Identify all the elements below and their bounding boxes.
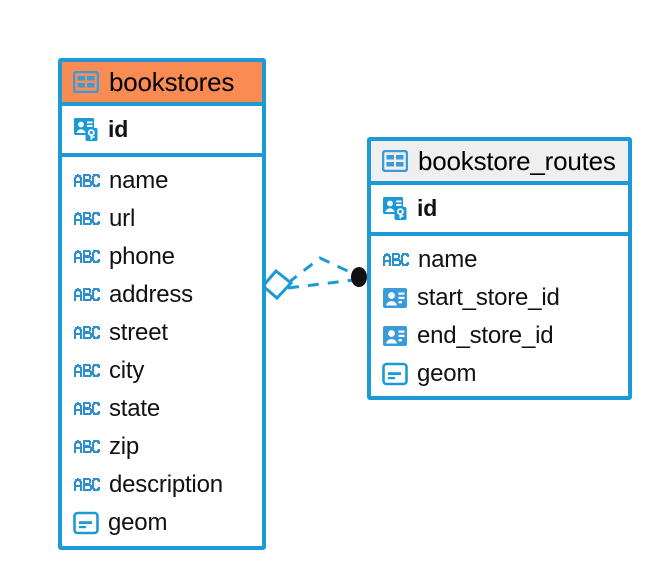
abc-text-icon xyxy=(73,364,100,378)
field-label: id xyxy=(417,194,438,221)
primary-key-section: id xyxy=(371,185,628,236)
field-row-street[interactable]: street xyxy=(62,314,262,352)
entity-table-bookstores[interactable]: bookstores id xyxy=(58,58,266,550)
abc-text-icon xyxy=(73,288,100,302)
abc-text-icon xyxy=(73,440,100,454)
field-label: name xyxy=(418,246,478,273)
field-label: name xyxy=(109,167,169,194)
circle-marker-icon xyxy=(351,267,367,287)
field-row-phone[interactable]: phone xyxy=(62,238,262,276)
foreign-key-icon xyxy=(382,286,408,310)
field-label: zip xyxy=(109,433,140,460)
abc-text-icon xyxy=(73,174,100,188)
field-label: state xyxy=(109,395,161,422)
field-label: phone xyxy=(109,243,175,270)
field-row-end-store-id[interactable]: end_store_id xyxy=(371,317,628,355)
relationship-line-lower xyxy=(287,278,355,290)
entity-title: bookstore_routes xyxy=(418,146,616,176)
abc-text-icon xyxy=(382,253,409,267)
field-label: geom xyxy=(417,360,477,387)
fields-section-bookstores: name url xyxy=(62,157,262,549)
entity-header-bookstores[interactable]: bookstores xyxy=(62,62,262,106)
field-row-url[interactable]: url xyxy=(62,200,262,238)
fields-section-bookstore-routes: name start_store_id xyxy=(371,236,628,400)
field-label: start_store_id xyxy=(417,284,560,311)
field-label: city xyxy=(109,357,145,384)
field-row-state[interactable]: state xyxy=(62,390,262,428)
field-label: description xyxy=(109,471,223,498)
abc-text-icon xyxy=(73,478,100,492)
field-label: url xyxy=(109,205,136,232)
abc-text-icon xyxy=(73,326,100,340)
field-row-name[interactable]: name xyxy=(62,162,262,200)
abc-text-icon xyxy=(73,402,100,416)
field-row-geom[interactable]: geom xyxy=(371,355,628,393)
field-row-start-store-id[interactable]: start_store_id xyxy=(371,279,628,317)
abc-text-icon xyxy=(73,250,100,264)
primary-key-icon xyxy=(73,116,99,142)
foreign-key-icon xyxy=(382,324,408,348)
field-row-name[interactable]: name xyxy=(371,241,628,279)
table-icon xyxy=(72,70,100,94)
abc-text-icon xyxy=(73,212,100,226)
field-row-geom[interactable]: geom xyxy=(62,504,262,542)
field-row-zip[interactable]: zip xyxy=(62,428,262,466)
field-row-id[interactable]: id xyxy=(371,189,628,227)
geometry-icon xyxy=(73,511,99,535)
entity-table-bookstore-routes[interactable]: bookstore_routes xyxy=(367,137,632,400)
entity-header-bookstore-routes[interactable]: bookstore_routes xyxy=(371,141,628,185)
geometry-icon xyxy=(382,362,408,386)
field-row-city[interactable]: city xyxy=(62,352,262,390)
field-label: id xyxy=(108,115,129,142)
primary-key-section: id xyxy=(62,106,262,157)
diamond-marker-icon xyxy=(260,268,294,301)
field-label: end_store_id xyxy=(417,322,554,349)
relationship-line-upper xyxy=(287,256,355,285)
table-icon xyxy=(381,149,409,173)
field-label: address xyxy=(109,281,193,308)
field-label: geom xyxy=(108,509,168,536)
field-label: street xyxy=(109,319,168,346)
entity-title: bookstores xyxy=(109,67,235,97)
field-row-id[interactable]: id xyxy=(62,110,262,148)
field-row-address[interactable]: address xyxy=(62,276,262,314)
field-row-description[interactable]: description xyxy=(62,466,262,504)
primary-key-icon xyxy=(382,195,408,221)
